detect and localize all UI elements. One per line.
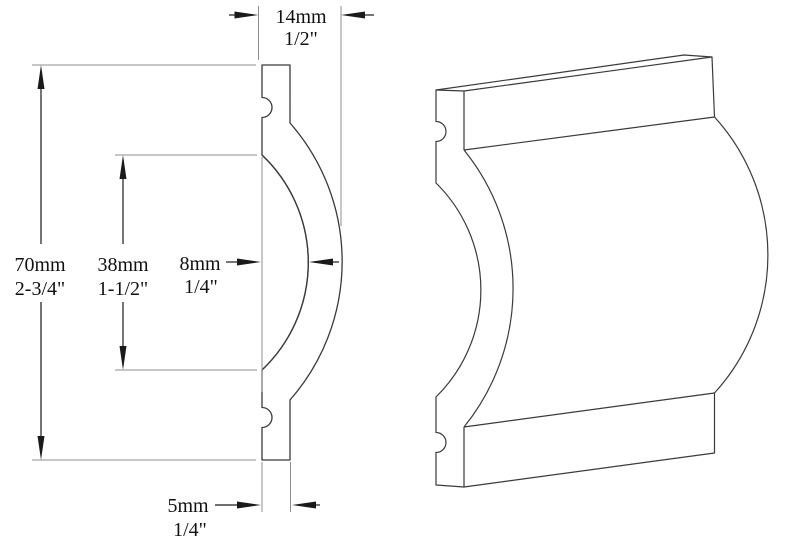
label-arc-height-mm: 38mm bbox=[97, 254, 149, 276]
dim-arrowhead-left-icon bbox=[341, 11, 365, 19]
dim-5mm bbox=[215, 501, 320, 509]
dim-arrowhead-left-icon bbox=[292, 501, 316, 509]
dim-arrowhead-down-icon bbox=[37, 436, 45, 460]
dimension-lines bbox=[37, 11, 374, 509]
perspective-silhouette bbox=[435, 54, 769, 488]
extension-lines bbox=[32, 6, 342, 512]
dim-70mm bbox=[37, 65, 45, 460]
dim-38mm bbox=[119, 155, 127, 370]
label-height-in: 2-3/4" bbox=[15, 278, 65, 300]
cross-section-view bbox=[261, 64, 343, 461]
dim-arrowhead-right-icon bbox=[237, 501, 261, 509]
dim-arrowhead-right-icon bbox=[237, 258, 261, 266]
profile-outline bbox=[261, 64, 343, 461]
label-base-mm: 5mm bbox=[167, 495, 209, 517]
label-arc-depth-in: 1/4" bbox=[184, 276, 218, 298]
profile-inner-arc bbox=[261, 154, 309, 371]
dim-arrowhead-down-icon bbox=[119, 346, 127, 370]
dimension-labels: 14mm 1/2" 70mm 2-3/4" 38mm 1-1/2" 8mm 1/… bbox=[14, 6, 327, 541]
label-depth-in: 1/2" bbox=[284, 28, 318, 50]
perspective-view bbox=[435, 54, 769, 488]
perspective-internal-edges bbox=[435, 56, 715, 487]
label-arc-depth-mm: 8mm bbox=[179, 253, 221, 275]
label-base-in: 1/4" bbox=[173, 519, 207, 541]
label-depth-mm: 14mm bbox=[275, 6, 327, 28]
label-height-mm: 70mm bbox=[14, 254, 66, 276]
dim-8mm bbox=[226, 258, 339, 266]
dim-arrowhead-right-icon bbox=[234, 11, 259, 19]
dim-arrowhead-up-icon bbox=[37, 65, 45, 89]
dim-14mm bbox=[229, 11, 374, 19]
label-arc-height-in: 1-1/2" bbox=[98, 278, 148, 300]
dim-arrowhead-up-icon bbox=[119, 155, 127, 179]
dim-arrowhead-left-icon bbox=[309, 258, 333, 266]
